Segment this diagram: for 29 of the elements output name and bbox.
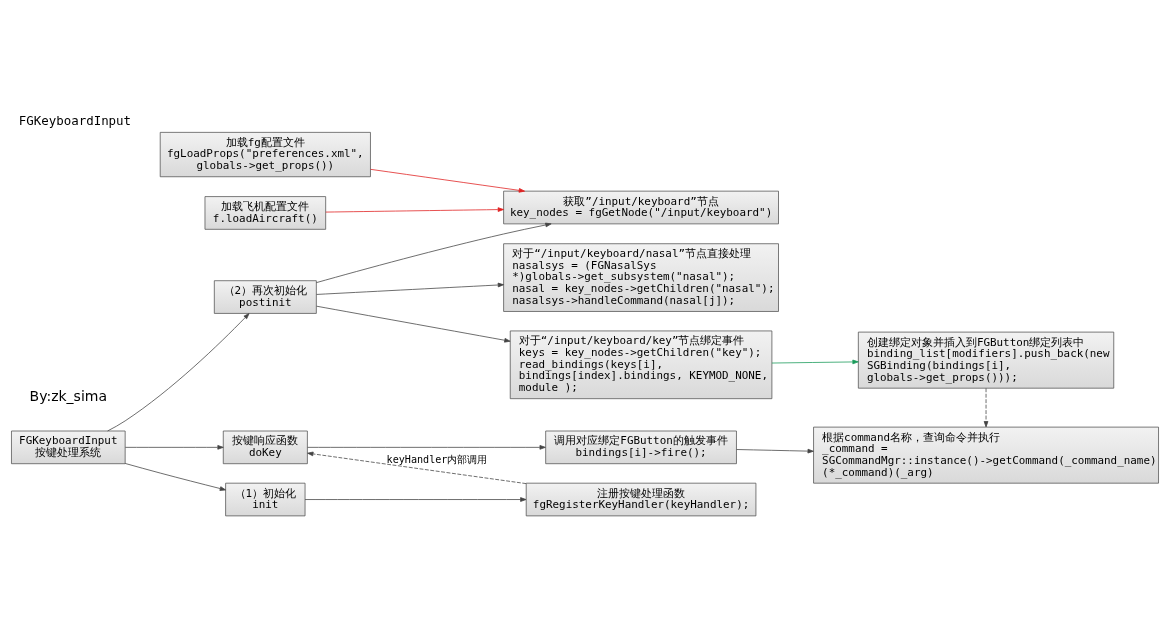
arrow bbox=[316, 305, 511, 343]
arrow bbox=[983, 387, 989, 428]
node-box: 对于“/input/keyboard/key”节点绑定事件 keys = key_nodes->getChildren("key"); read_bindings(keys[i], bindings[index].bindings, KEYMOD_NONE, module ); bbox=[509, 330, 773, 400]
arrow bbox=[307, 445, 546, 450]
node-box: （2）再次初始化 postinit bbox=[213, 280, 317, 314]
node-box: 加载fg配置文件 fgLoadProps("preferences.xml", globals->get_props()) bbox=[159, 131, 371, 178]
arrow bbox=[107, 313, 250, 432]
arrow bbox=[736, 448, 814, 454]
diagram-title: FGKeyboardInput bbox=[18, 113, 132, 129]
arrow bbox=[771, 359, 859, 365]
node-box: 按键响应函数 doKey bbox=[222, 430, 308, 465]
edge-label: keyHandler内部调用 bbox=[386, 454, 488, 466]
arrow bbox=[304, 497, 527, 502]
arrow bbox=[370, 168, 525, 193]
node-box: 调用对应绑定FGButton的触发事件 bindings[i]->fire(); bbox=[545, 430, 737, 465]
arrow bbox=[124, 463, 226, 491]
node-box: （1）初始化 init bbox=[225, 482, 306, 517]
arrow bbox=[325, 207, 504, 213]
arrow bbox=[124, 445, 224, 450]
label: By:zk_sima bbox=[29, 387, 108, 404]
node-box: 加载飞机配置文件 f.loadAircraft() bbox=[204, 196, 327, 230]
arrow bbox=[315, 222, 552, 284]
node-box: 根据command名称，查询命令并执行 _command = SGCommandMgr::instance()->getCommand(_command_name) (*_command)(_arg) bbox=[813, 426, 1159, 484]
node-box: 对于“/input/keyboard/nasal”节点直接处理 nasalsys = (FGNasalSys *)globals->get_subsystem("nasal"); nasal = key_nodes->getChildren("nasal"); nasalsys->handleCommand(nasal[j]); bbox=[503, 243, 779, 312]
arrow bbox=[316, 282, 504, 295]
arrow bbox=[307, 451, 527, 484]
node-box: 注册按键处理函数 fgRegisterKeyHandler(keyHandler); bbox=[525, 482, 757, 517]
node-box: 创建绑定对象并插入到FGButton绑定列表中 binding_list[modifiers].push_back(new SGBinding(bindings[i], globals->get_props())); bbox=[857, 331, 1115, 389]
node-box: FGKeyboardInput 按键处理系统 bbox=[11, 430, 126, 465]
